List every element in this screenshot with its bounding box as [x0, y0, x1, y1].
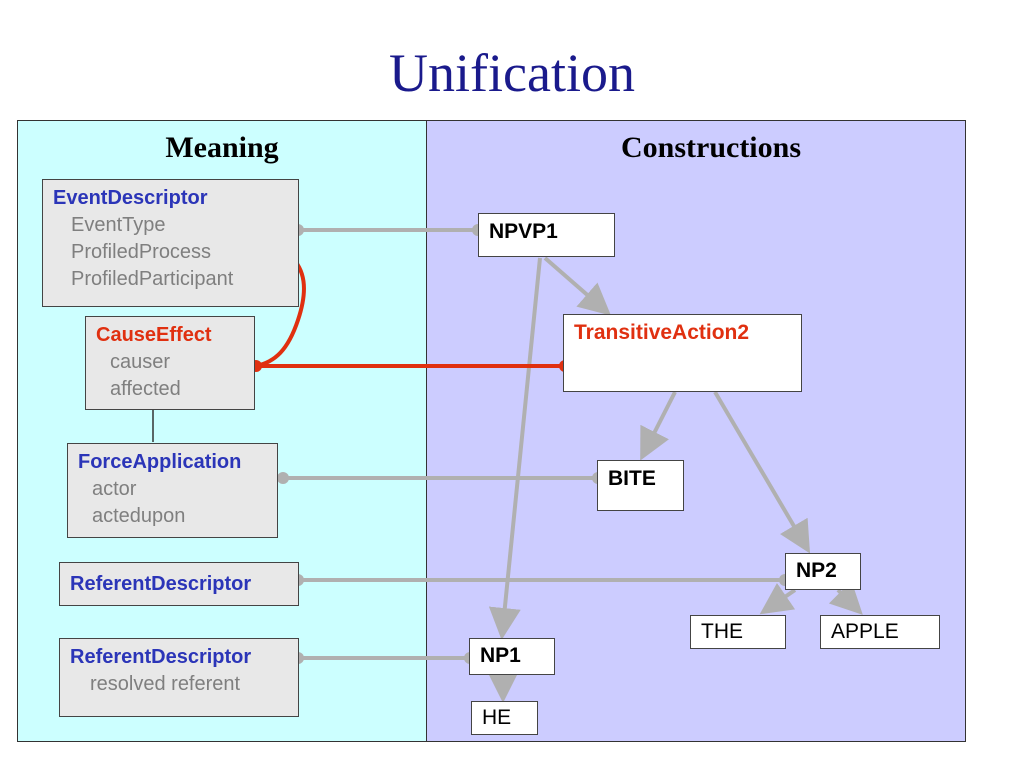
arrow-npvp1-transitive — [543, 256, 612, 316]
arrow-np2-apple — [828, 580, 863, 615]
he-word: HE — [471, 701, 538, 735]
force-application-box: ForceApplication actor actedupon — [67, 443, 278, 538]
actor-role: actor — [92, 478, 137, 500]
arrow-np2-the — [759, 582, 797, 615]
arrow-npvp1-np1 — [488, 257, 542, 640]
profiled-process-role: ProfiledProcess — [71, 241, 212, 263]
slide-title: Unification — [389, 43, 635, 103]
referent-descriptor-name: ReferentDescriptor — [70, 573, 252, 595]
resolved-referent-role: resolved referent — [90, 673, 241, 695]
referent-descriptor-box-1: ReferentDescriptor — [59, 562, 299, 606]
bite-construction: BITE — [597, 460, 684, 511]
profiled-participant-role: ProfiledParticipant — [71, 268, 234, 290]
causer-role: causer — [110, 351, 171, 373]
np2-construction: NP2 — [785, 553, 861, 590]
referent-descriptor-name: ReferentDescriptor — [70, 646, 252, 668]
apple-word: APPLE — [820, 615, 940, 649]
constructions-header: Constructions — [620, 131, 801, 164]
force-application-name: ForceApplication — [78, 451, 242, 473]
referent-descriptor-box-2: ReferentDescriptor resolved referent — [59, 638, 299, 717]
event-descriptor-name: EventDescriptor — [53, 187, 208, 209]
event-descriptor-box: EventDescriptor EventType ProfiledProces… — [42, 179, 299, 307]
event-type-role: EventType — [71, 214, 166, 236]
cause-effect-name: CauseEffect — [96, 324, 212, 346]
arrow-transitive-np2 — [713, 390, 811, 554]
cause-effect-box: CauseEffect causer affected — [85, 316, 255, 410]
actedupon-role: actedupon — [92, 505, 186, 527]
the-word: THE — [690, 615, 786, 649]
np1-construction: NP1 — [469, 638, 555, 675]
meaning-header: Meaning — [165, 131, 279, 164]
transitive-action2-construction: TransitiveAction2 — [563, 314, 802, 392]
arrow-transitive-bite — [640, 391, 677, 461]
npvp1-construction: NPVP1 — [478, 213, 615, 257]
affected-role: affected — [110, 378, 181, 400]
binding-dot — [277, 472, 289, 484]
